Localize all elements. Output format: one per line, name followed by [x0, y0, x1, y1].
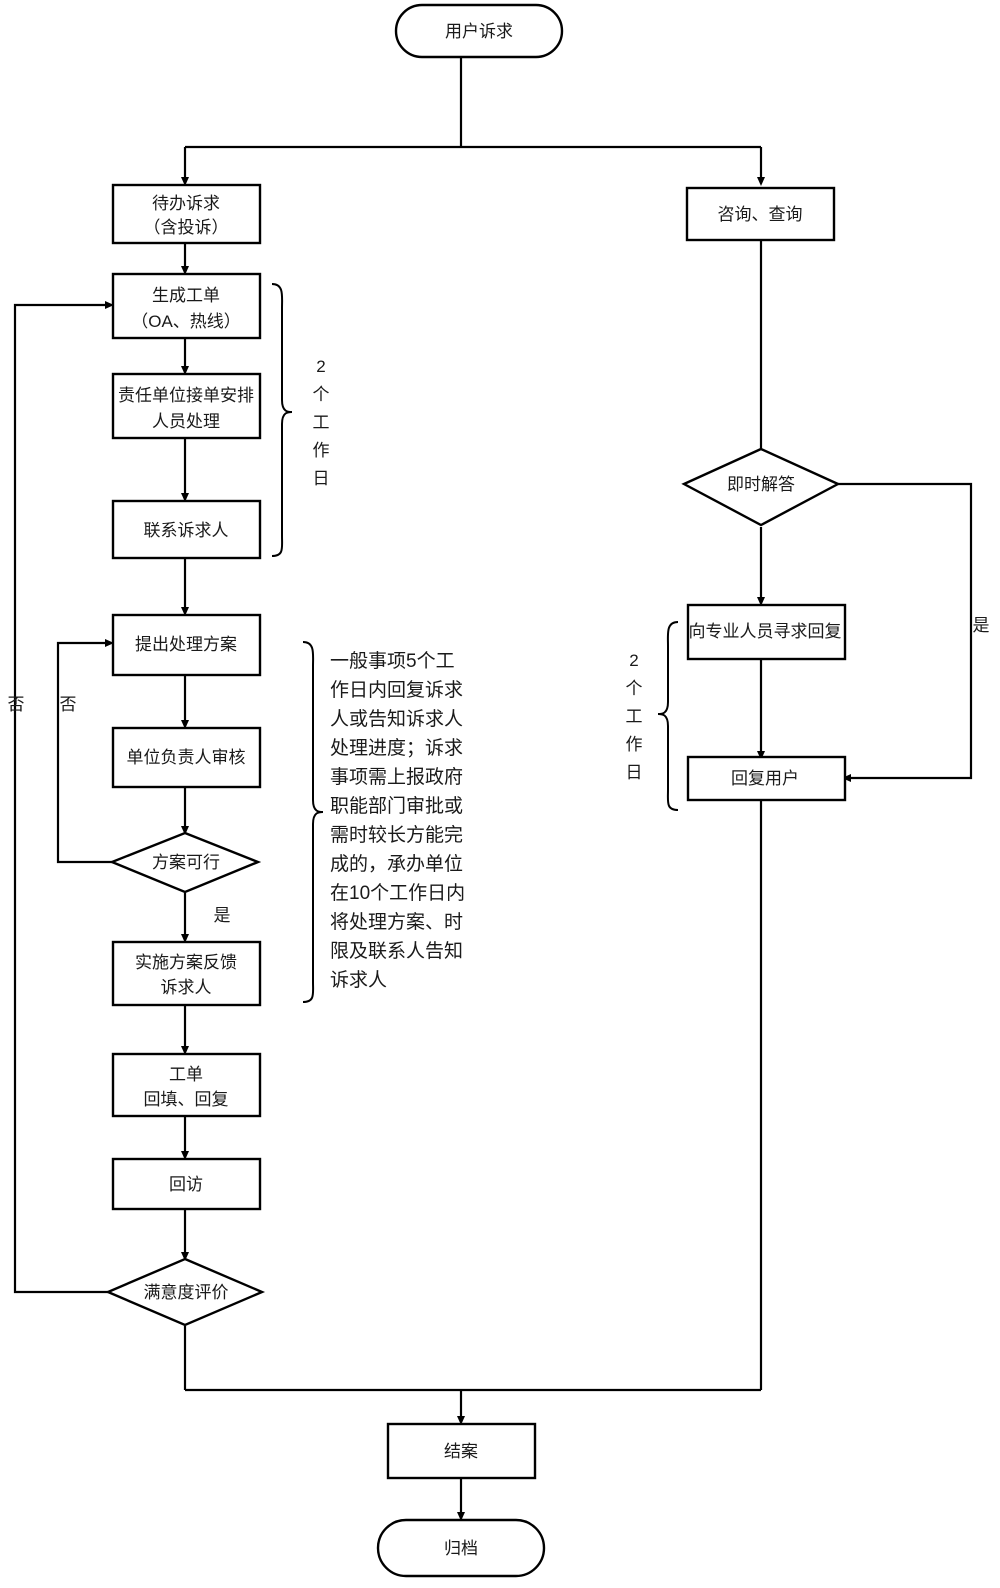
annotation-right-2days: 2 个 工 作 日 — [626, 651, 643, 782]
annotation-note: 一般事项5个工 作日内回复诉求 人或告知诉求人 处理进度；诉求 事项需上报政府 … — [330, 650, 465, 991]
note-line-8: 在10个工作日内 — [330, 882, 465, 904]
node-revisit[interactable]: 回访 — [111, 1157, 262, 1211]
node-archive[interactable]: 归档 — [376, 1518, 546, 1578]
node-start[interactable]: 用户诉求 — [394, 3, 564, 59]
node-seek-expert[interactable]: 向专业人员寻求回复 — [686, 603, 847, 661]
node-review[interactable]: 单位负责人审核 — [111, 726, 262, 789]
left-days-char-1: 个 — [313, 385, 330, 404]
note-line-1: 作日内回复诉求 — [330, 679, 463, 701]
node-close-case[interactable]: 结案 — [386, 1422, 537, 1480]
left-days-char-0: 2 — [316, 357, 325, 376]
node-create-order-line2: （OA、热线） — [131, 312, 241, 331]
note-line-9: 将处理方案、时 — [330, 911, 463, 933]
node-pending[interactable]: 待办诉求 （含投诉） — [111, 183, 262, 245]
brace-left-2days — [271, 283, 293, 557]
right-days-char-0: 2 — [629, 651, 638, 670]
node-create-order-line1: 生成工单 — [152, 286, 220, 305]
right-days-char-2: 工 — [626, 707, 643, 726]
node-review-label: 单位负责人审核 — [127, 748, 246, 767]
node-fill-reply[interactable]: 工单 回填、回复 — [111, 1052, 262, 1118]
note-line-7: 成的，承办单位 — [330, 853, 463, 875]
left-days-char-3: 作 — [313, 441, 330, 460]
node-reply-user-label: 回复用户 — [731, 769, 799, 788]
right-days-char-1: 个 — [626, 679, 643, 698]
node-fill-reply-line1: 工单 — [169, 1065, 203, 1084]
annotation-left-2days: 2 个 工 作 日 — [313, 357, 330, 488]
node-pending-line1: 待办诉求 — [152, 194, 220, 213]
node-assign-line2: 人员处理 — [152, 412, 220, 431]
brace-note — [302, 641, 324, 1003]
node-satisfaction-label: 满意度评价 — [144, 1283, 229, 1302]
edge-label-no-feasible: 否 — [60, 695, 77, 714]
note-line-10: 限及联系人告知 — [330, 940, 463, 962]
note-line-11: 诉求人 — [330, 969, 387, 991]
node-implement-line2: 诉求人 — [161, 978, 212, 997]
note-line-0: 一般事项5个工 — [330, 650, 455, 672]
note-line-2: 人或告知诉求人 — [330, 708, 463, 730]
node-feasible-label: 方案可行 — [152, 853, 220, 872]
edge-label-yes-feasible: 是 — [214, 906, 231, 925]
node-assign-line1: 责任单位接单安排 — [118, 386, 254, 405]
node-reply-user[interactable]: 回复用户 — [686, 755, 847, 802]
edge-label-no-satisfaction: 否 — [8, 695, 25, 714]
node-feasible[interactable]: 方案可行 — [108, 831, 262, 894]
left-days-char-2: 工 — [313, 413, 330, 432]
node-create-order[interactable]: 生成工单 （OA、热线） — [111, 272, 262, 340]
node-implement-line1: 实施方案反馈 — [135, 953, 237, 972]
node-instant-answer[interactable]: 即时解答 — [681, 447, 841, 527]
node-close-case-label: 结案 — [444, 1442, 478, 1461]
right-days-char-4: 日 — [626, 763, 643, 782]
node-pending-line2: （含投诉） — [144, 218, 229, 237]
note-line-5: 职能部门审批或 — [330, 795, 463, 817]
brace-layer — [271, 283, 679, 1003]
node-start-label: 用户诉求 — [445, 22, 513, 41]
node-fill-reply-line2: 回填、回复 — [144, 1090, 229, 1109]
note-line-3: 处理进度；诉求 — [330, 737, 463, 759]
brace-right-2days — [657, 621, 679, 811]
note-line-4: 事项需上报政府 — [330, 766, 463, 788]
edge-label-yes-instant: 是 — [973, 616, 990, 635]
node-archive-label: 归档 — [444, 1539, 478, 1558]
node-consult[interactable]: 咨询、查询 — [685, 186, 836, 242]
connector-layer — [13, 57, 973, 1521]
right-days-char-3: 作 — [626, 735, 643, 754]
node-contact-label: 联系诉求人 — [144, 521, 229, 540]
node-instant-answer-label: 即时解答 — [727, 475, 795, 494]
node-contact[interactable]: 联系诉求人 — [111, 499, 262, 560]
node-propose-label: 提出处理方案 — [135, 635, 237, 654]
node-revisit-label: 回访 — [169, 1175, 203, 1194]
node-seek-expert-label: 向专业人员寻求回复 — [689, 622, 842, 641]
left-days-char-4: 日 — [313, 469, 330, 488]
note-line-6: 需时较长方能完 — [330, 824, 463, 846]
node-propose[interactable]: 提出处理方案 — [111, 613, 262, 677]
node-assign[interactable]: 责任单位接单安排 人员处理 — [111, 372, 262, 440]
node-implement[interactable]: 实施方案反馈 诉求人 — [111, 940, 262, 1007]
node-consult-label: 咨询、查询 — [718, 205, 803, 224]
node-satisfaction[interactable]: 满意度评价 — [104, 1257, 266, 1327]
